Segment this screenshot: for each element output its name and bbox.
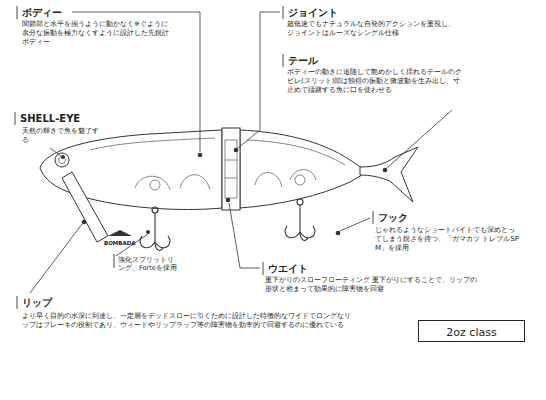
part-description: 重下がりのスローフローティング 重下がりにすることで、リップの形状と相まって効果… (265, 276, 480, 294)
part-heading: ウエイト (268, 262, 308, 275)
part-heading: ジョイント (288, 6, 338, 19)
part-description: じゃれるようなショートバイトでも深めとってしまう鋭さを持つ、「ガマカツ トレブル… (375, 226, 520, 253)
part-description: ボディーの動きに追随して艶めかしく揺れるテールのクビレ(スリット)部は独得の振動… (287, 68, 462, 95)
part-description: 超低速でもナチュラルな自発的アクションを重視し、ジョイントはルーズなシングル仕様 (287, 20, 457, 38)
part-description: 関節部と水平を揃うように動かなく※ぐように余分な振動を極力なくすように設計した先… (22, 20, 172, 47)
part-heading: ボディー (22, 6, 62, 19)
part-heading: リップ (22, 296, 52, 309)
brand-logo: BOMBADA (104, 240, 136, 247)
part-description: 天然の輝きで魚を魅了する (22, 127, 102, 145)
part-heading: フック (378, 211, 408, 224)
part-heading: SHELL-EYE (20, 112, 80, 125)
part-description: より早く目的の水深に到達し、一定層をデッドスローに引くために設計した特徴的なワイ… (22, 312, 357, 330)
part-heading: テール (288, 54, 318, 67)
class-box: 2oz class (418, 320, 525, 342)
part-description: 強化スプリットリング、Forteを採用 (118, 256, 180, 273)
class-label: 2oz class (419, 326, 524, 339)
